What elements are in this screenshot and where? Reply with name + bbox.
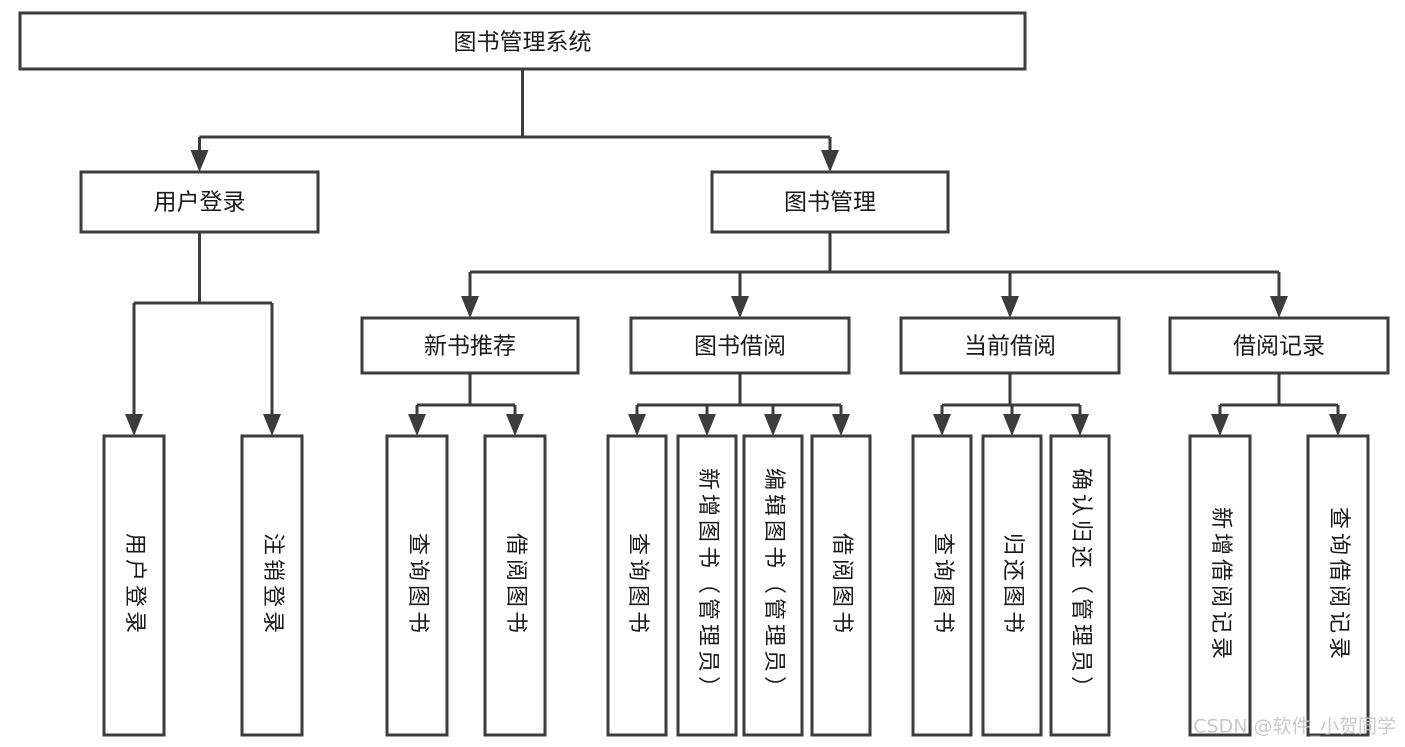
arrow-to-borrow-record (1270, 296, 1288, 318)
node-new-book-recommend[interactable]: 新书推荐 (360, 316, 580, 375)
node-leaf-logout-label: 注销登录 (260, 533, 285, 637)
node-leaf-add-record[interactable]: 新增借阅记录 (1188, 434, 1252, 737)
node-leaf-user-login-label: 用户登录 (122, 533, 147, 637)
node-book-borrow[interactable]: 图书借阅 (629, 316, 851, 375)
node-leaf-confirm-return[interactable]: 确认归还（管理员） (1049, 434, 1111, 737)
node-root[interactable]: 图书管理系统 (18, 11, 1027, 71)
node-leaf-confirm-return-box[interactable] (1049, 434, 1111, 737)
node-leaf-return-book[interactable]: 归还图书 (981, 434, 1043, 737)
node-leaf-query-book-3-box[interactable] (911, 434, 973, 737)
node-leaf-edit-book-box[interactable] (742, 434, 804, 737)
node-leaf-borrow-book-1[interactable]: 借阅图书 (483, 434, 547, 737)
node-leaf-borrow-book-2-box[interactable] (810, 434, 872, 737)
node-leaf-query-record-box[interactable] (1306, 434, 1370, 737)
arrow-to-leaf-borrow-book-2 (832, 414, 850, 436)
node-root-label: 图书管理系统 (454, 30, 592, 56)
node-leaf-query-book-2[interactable]: 查询图书 (606, 434, 668, 737)
node-leaf-borrow-book-2-label: 借阅图书 (829, 533, 854, 637)
node-book-manage-box[interactable] (710, 170, 950, 234)
node-leaf-add-book-box[interactable] (676, 434, 738, 737)
node-book-manage[interactable]: 图书管理 (710, 170, 950, 234)
node-leaf-return-book-box[interactable] (981, 434, 1043, 737)
node-leaf-return-book-label: 归还图书 (1000, 533, 1025, 637)
node-book-borrow-label: 图书借阅 (694, 334, 786, 360)
node-book-manage-label: 图书管理 (784, 190, 876, 216)
arrow-to-leaf-add-book (698, 414, 716, 436)
node-current-borrow-box[interactable] (899, 316, 1121, 375)
node-leaf-query-book-2-box[interactable] (606, 434, 668, 737)
arrow-to-leaf-query-book-1 (408, 414, 426, 436)
node-leaf-query-record[interactable]: 查询借阅记录 (1306, 434, 1370, 737)
node-leaf-add-record-label: 新增借阅记录 (1208, 507, 1233, 663)
node-leaf-add-book-label: 新增图书（管理员） (695, 468, 720, 702)
node-leaf-logout-box[interactable] (240, 434, 304, 737)
node-leaf-borrow-book-1-label: 借阅图书 (503, 533, 528, 637)
arrow-to-leaf-confirm-return (1071, 414, 1089, 436)
node-leaf-edit-book[interactable]: 编辑图书（管理员） (742, 434, 804, 737)
csdn-watermark: CSDN @软件_小贺同学 (1193, 716, 1396, 738)
arrow-to-book-borrow (731, 296, 749, 318)
node-new-book-recommend-box[interactable] (360, 316, 580, 375)
node-leaf-query-book-3[interactable]: 查询图书 (911, 434, 973, 737)
node-borrow-record-label: 借阅记录 (1233, 334, 1325, 360)
node-root-box[interactable] (18, 11, 1027, 71)
arrow-to-book-manage (821, 150, 839, 172)
node-leaf-query-book-1-box[interactable] (385, 434, 449, 737)
arrow-to-leaf-query-book-2 (628, 414, 646, 436)
node-leaf-user-login[interactable]: 用户登录 (102, 434, 166, 737)
node-leaf-borrow-book-2[interactable]: 借阅图书 (810, 434, 872, 737)
node-current-borrow[interactable]: 当前借阅 (899, 316, 1121, 375)
arrow-to-leaf-return-book (1003, 414, 1021, 436)
node-leaf-query-book-1-label: 查询图书 (405, 533, 430, 637)
arrow-to-leaf-user-login (125, 414, 143, 436)
node-leaf-add-record-box[interactable] (1188, 434, 1252, 737)
arrow-to-leaf-borrow-book-1 (506, 414, 524, 436)
node-leaf-query-book-1[interactable]: 查询图书 (385, 434, 449, 737)
arrow-to-leaf-query-book-3 (933, 414, 951, 436)
arrow-to-leaf-query-record (1329, 414, 1347, 436)
node-user-login-label: 用户登录 (154, 190, 246, 216)
arrow-to-leaf-logout (263, 414, 281, 436)
connector-layer (125, 69, 1347, 436)
arrow-to-user-login (190, 150, 209, 172)
arrow-to-new-book-recommend (461, 296, 479, 318)
node-leaf-borrow-book-1-box[interactable] (483, 434, 547, 737)
node-current-borrow-label: 当前借阅 (964, 334, 1056, 360)
node-leaf-edit-book-label: 编辑图书（管理员） (761, 468, 786, 702)
node-borrow-record[interactable]: 借阅记录 (1168, 316, 1390, 375)
node-leaf-logout[interactable]: 注销登录 (240, 434, 304, 737)
arrow-to-leaf-edit-book (764, 414, 782, 436)
node-borrow-record-box[interactable] (1168, 316, 1390, 375)
node-new-book-recommend-label: 新书推荐 (424, 334, 516, 360)
node-user-login-box[interactable] (79, 170, 320, 234)
node-leaf-query-book-2-label: 查询图书 (625, 533, 650, 637)
node-book-borrow-box[interactable] (629, 316, 851, 375)
node-leaf-user-login-box[interactable] (102, 434, 166, 737)
node-leaf-query-record-label: 查询借阅记录 (1326, 507, 1351, 663)
node-leaf-query-book-3-label: 查询图书 (930, 533, 955, 637)
node-user-login[interactable]: 用户登录 (79, 170, 320, 234)
node-leaf-add-book[interactable]: 新增图书（管理员） (676, 434, 738, 737)
node-leaf-confirm-return-label: 确认归还（管理员） (1068, 468, 1093, 702)
arrow-to-leaf-add-record (1211, 414, 1229, 436)
arrow-to-current-borrow (1001, 296, 1019, 318)
